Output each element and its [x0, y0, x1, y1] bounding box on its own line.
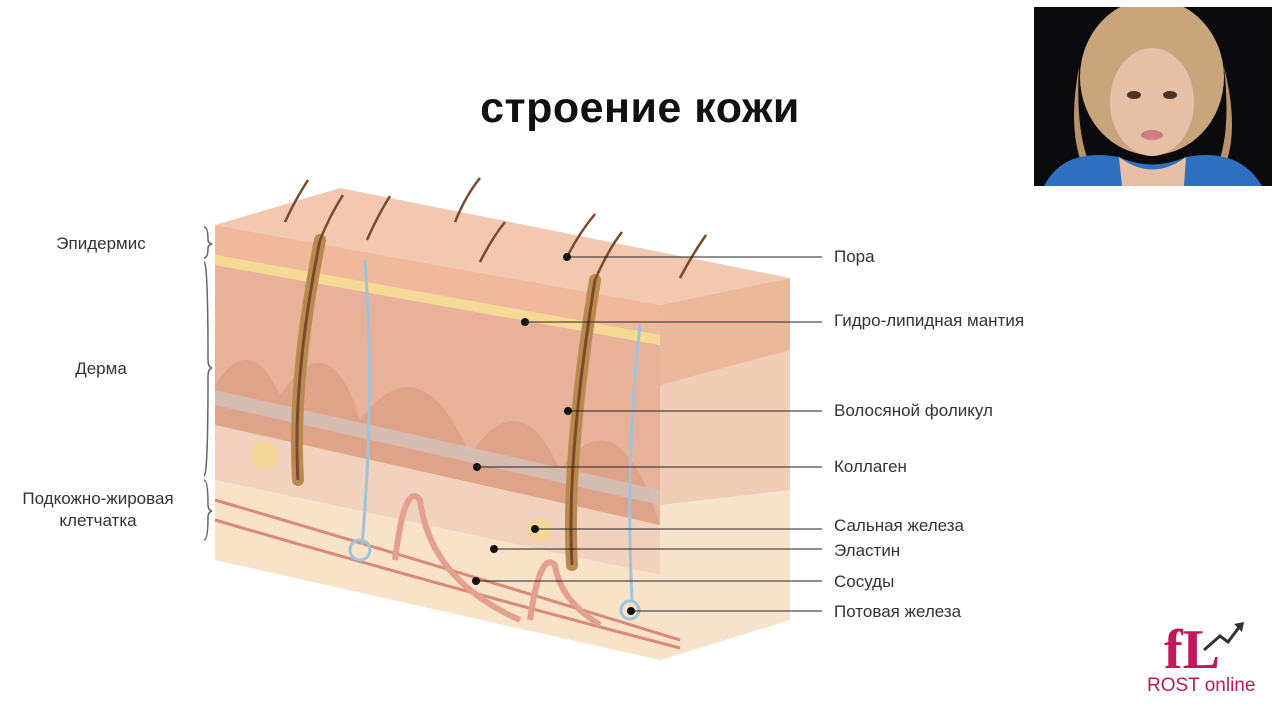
skin-surface — [215, 188, 790, 305]
sweat-gland — [619, 599, 641, 621]
sweat-duct-1 — [360, 259, 371, 546]
callout-sweat-gland: Потовая железа — [834, 602, 962, 621]
callout-collagen: Коллаген — [834, 457, 907, 476]
callout-vessels: Сосуды — [834, 572, 895, 591]
layer-brackets — [203, 226, 213, 541]
label-hypodermis-line2: клетчатка — [59, 511, 137, 530]
callout-lines — [476, 256, 822, 612]
label-epidermis: Эпидермис — [56, 234, 146, 253]
sweat-duct-2 — [628, 324, 642, 601]
callout-hair-follicle: Волосяной фоликул — [834, 401, 993, 420]
blood-vessel — [214, 498, 681, 642]
logo-text: ROST online — [1147, 675, 1256, 696]
presenter-webcam — [1034, 7, 1272, 186]
presenter-image — [1034, 7, 1272, 186]
slide-title: строение кожи — [480, 84, 800, 132]
callout-pore: Пора — [834, 247, 875, 266]
epidermis-layer — [215, 225, 660, 335]
label-dermis: Дерма — [75, 359, 127, 378]
logo-mark-text: fL — [1164, 619, 1220, 680]
callout-elastin: Эластин — [834, 541, 901, 560]
rost-online-logo: fL — [1142, 610, 1272, 706]
callout-hydrolipid-mantle: Гидро-липидная мантия — [834, 311, 1025, 330]
label-hypodermis: Подкожно-жировая клетчатка — [0, 488, 196, 532]
collagen-band — [215, 390, 660, 505]
callout-dots — [472, 253, 635, 615]
hypodermis-layer — [215, 480, 660, 660]
sebaceous-gland-1 — [251, 441, 279, 469]
callout-sebaceous-gland: Сальная железа — [834, 516, 964, 535]
sebaceous-gland-2 — [528, 518, 552, 542]
logo-mark-icon: fL — [1164, 619, 1244, 680]
label-hypodermis-line1: Подкожно-жировая — [22, 489, 174, 508]
hairs — [283, 177, 708, 281]
